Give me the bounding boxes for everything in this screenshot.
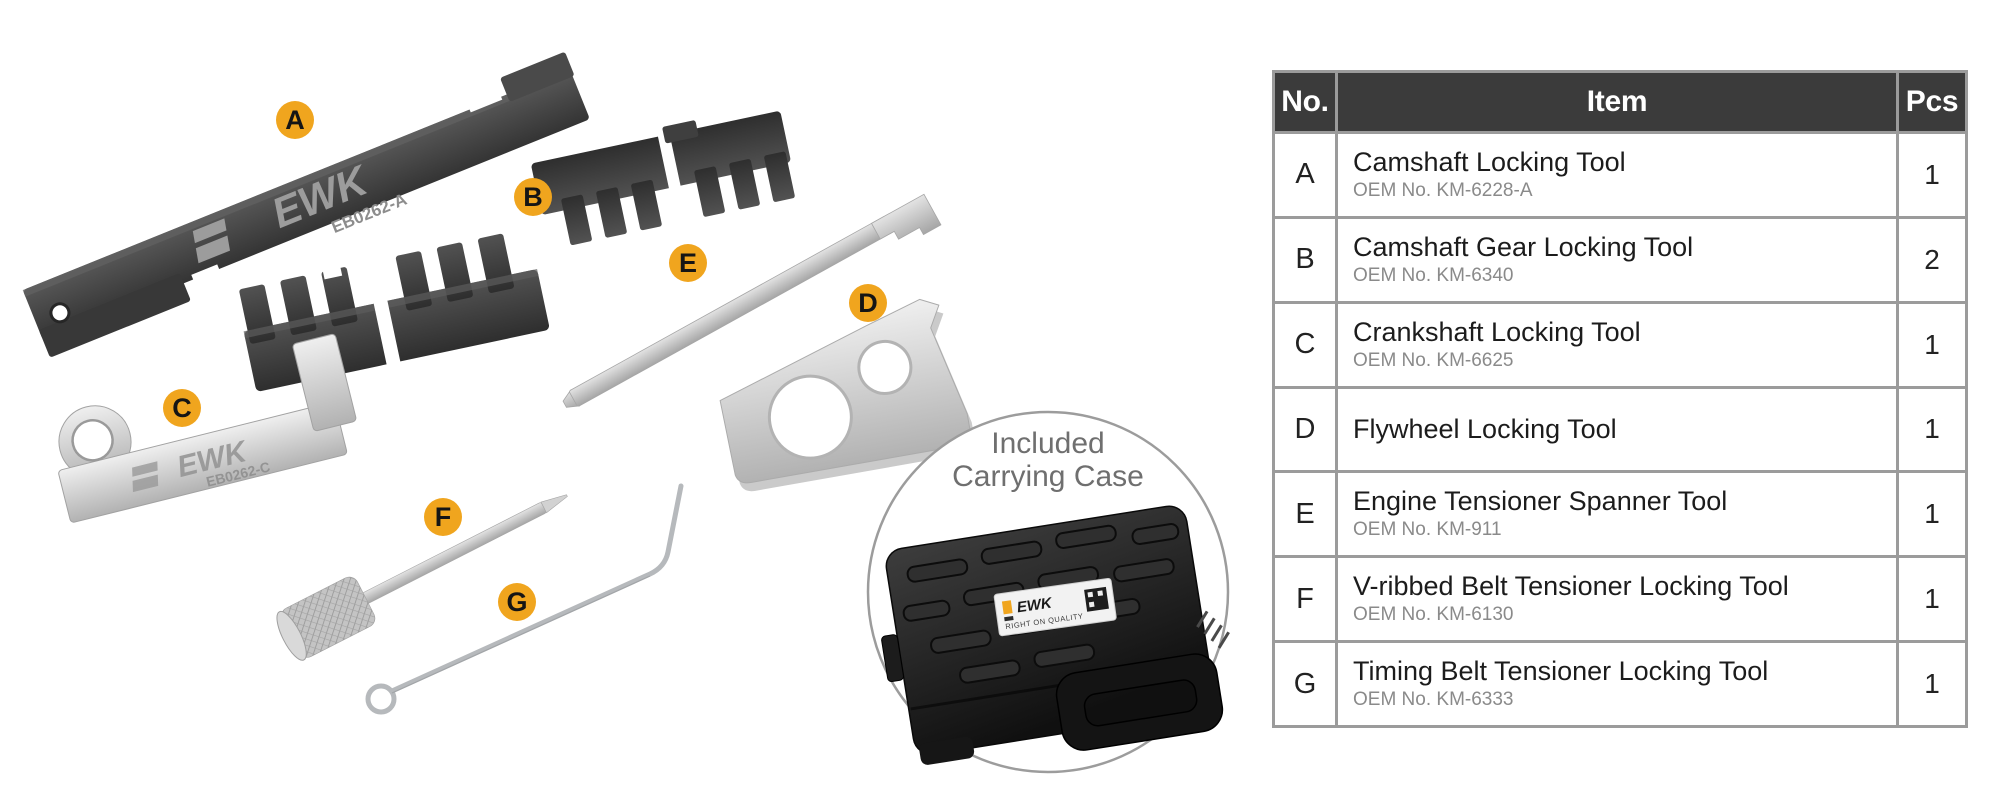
item-oem: OEM No. KM-911	[1353, 519, 1502, 541]
table-header-no: No.	[1275, 73, 1335, 131]
case-foot	[919, 736, 975, 765]
item-name: Timing Belt Tensioner Locking Tool	[1353, 656, 1769, 687]
part-label-b: B	[514, 178, 552, 216]
carrying-case: EWK RIGHT ON QUALITY	[881, 505, 1230, 765]
table-row-f-no: F	[1275, 558, 1335, 641]
tool-a-hole	[49, 302, 71, 324]
table-header-item: Item	[1338, 73, 1896, 131]
part-label-d: D	[849, 284, 887, 322]
tool-f-vribbed-belt-tensioner-locking-tool	[276, 494, 568, 661]
item-oem: OEM No. KM-6228-A	[1353, 179, 1533, 201]
item-oem: OEM No. KM-6340	[1353, 264, 1514, 286]
tool-c-ring-hole	[71, 419, 114, 462]
item-name: Engine Tensioner Spanner Tool	[1353, 486, 1728, 517]
table-header-pcs: Pcs	[1899, 73, 1965, 131]
item-name: V-ribbed Belt Tensioner Locking Tool	[1353, 571, 1789, 602]
table-row-d-pcs: 1	[1899, 388, 1965, 471]
tool-e-engine-tensioner-spanner-tool	[562, 193, 942, 408]
item-name: Camshaft Gear Locking Tool	[1353, 231, 1694, 262]
item-oem: OEM No. KM-6333	[1353, 689, 1514, 711]
table-row-d-item: Flywheel Locking Tool	[1338, 388, 1896, 471]
ewk-logo-mark-icon	[192, 218, 231, 264]
table-row-f-item: V-ribbed Belt Tensioner Locking Tool OEM…	[1338, 558, 1896, 641]
table-row-g-item: Timing Belt Tensioner Locking Tool OEM N…	[1338, 643, 1896, 725]
part-label-a: A	[276, 101, 314, 139]
table-row-e-no: E	[1275, 473, 1335, 556]
tool-d-large-hole	[767, 374, 853, 460]
parts-table: No. Item Pcs A Camshaft Locking Tool OEM…	[1272, 70, 1968, 728]
tool-g-timing-belt-tensioner-locking-tool	[365, 483, 684, 715]
item-name: Flywheel Locking Tool	[1353, 414, 1617, 445]
item-name: Camshaft Locking Tool	[1353, 146, 1626, 177]
tool-b-camshaft-gear-locking-tool-lower	[239, 233, 550, 392]
table-row-b-item: Camshaft Gear Locking Tool OEM No. KM-63…	[1338, 218, 1896, 301]
part-label-g: G	[498, 583, 536, 621]
item-oem: OEM No. KM-6625	[1353, 349, 1514, 371]
case-callout-line1: Included	[991, 427, 1105, 460]
tool-a-camshaft-locking-tool: EWK EB0262-A	[22, 52, 589, 357]
table-row-b-no: B	[1275, 218, 1335, 301]
case-label: EWK RIGHT ON QUALITY	[993, 577, 1117, 637]
tool-b-camshaft-gear-locking-tool-upper	[531, 111, 795, 246]
ewk-logo-mark-icon	[132, 461, 159, 493]
case-handle	[1055, 653, 1224, 751]
case-latch	[881, 634, 904, 683]
tool-c-crankshaft-locking-tool: EWK EB0262-C	[58, 333, 357, 523]
table-row-a-item: Camshaft Locking Tool OEM No. KM-6228-A	[1338, 134, 1896, 216]
case-callout-line2: Carrying Case	[952, 460, 1144, 493]
case-label-qr-icon	[1084, 586, 1109, 612]
table-row-f-pcs: 1	[1899, 558, 1965, 641]
tool-g-loop	[365, 683, 397, 715]
tools-illustration: EWK EB0262-A	[22, 52, 1230, 774]
case-label-brand-text: EWK	[1016, 594, 1054, 616]
part-label-c: C	[163, 389, 201, 427]
tool-d-small-hole	[857, 339, 913, 395]
tool-d-flywheel-locking-tool	[719, 298, 977, 492]
case-label-logo-mark-icon	[1001, 600, 1013, 615]
table-row-a-pcs: 1	[1899, 134, 1965, 216]
item-name: Crankshaft Locking Tool	[1353, 316, 1641, 347]
table-row-e-pcs: 1	[1899, 473, 1965, 556]
table-row-c-no: C	[1275, 303, 1335, 386]
item-oem: OEM No. KM-6130	[1353, 604, 1514, 626]
table-row-c-pcs: 1	[1899, 303, 1965, 386]
table-row-g-no: G	[1275, 643, 1335, 725]
table-row-c-item: Crankshaft Locking Tool OEM No. KM-6625	[1338, 303, 1896, 386]
table-row-d-no: D	[1275, 388, 1335, 471]
part-label-e: E	[669, 244, 707, 282]
table-row-a-no: A	[1275, 134, 1335, 216]
table-row-b-pcs: 2	[1899, 218, 1965, 301]
table-row-e-item: Engine Tensioner Spanner Tool OEM No. KM…	[1338, 473, 1896, 556]
case-grip-ribs	[1196, 610, 1230, 649]
table-row-g-pcs: 1	[1899, 643, 1965, 725]
part-label-f: F	[424, 498, 462, 536]
